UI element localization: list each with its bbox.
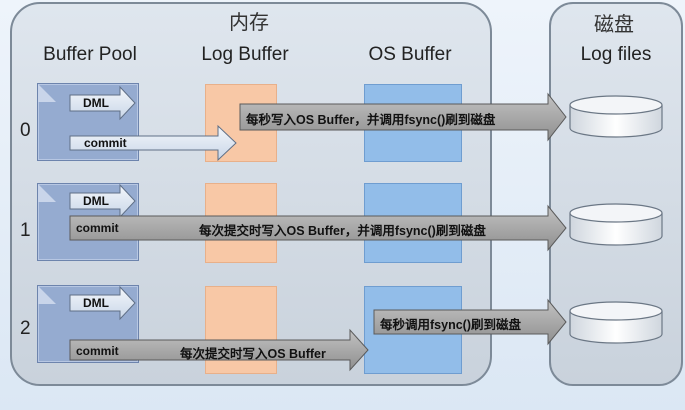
flow-label-0: 每秒写入OS Buffer，并调用fsync()刷到磁盘 [246,113,496,127]
flush-arrow-0 [239,92,567,142]
log-buffer-header: Log Buffer [201,44,289,65]
flow-label-1: 每次提交时写入OS Buffer，并调用fsync()刷到磁盘 [199,224,486,238]
log-file-cylinder-2 [569,301,663,344]
flow-label-2: 每秒调用fsync()刷到磁盘 [380,318,521,332]
dml-label-2: DML [83,296,109,310]
commit-flush-arrow-1 [69,204,567,252]
dml-arrow-1 [69,183,136,219]
dml-label-0: DML [83,96,109,110]
disk-title: 磁盘 [594,12,634,36]
log-file-cylinder-0 [569,95,663,138]
buffer-pool-header: Buffer Pool [43,44,137,65]
log-files-header: Log files [580,44,652,65]
commit-label-2: commit [76,344,119,358]
os-buffer-header: OS Buffer [368,44,452,65]
commit-text-label-2: 每次提交时写入OS Buffer [180,347,326,361]
dml-arrow-0 [69,85,136,121]
log-file-cylinder-1 [569,203,663,246]
row-number-1: 1 [20,220,31,241]
dml-label-1: DML [83,194,109,208]
row-number-0: 0 [20,120,31,141]
commit-label-0: commit [84,136,127,150]
commit-arrow-2 [69,328,369,372]
commit-arrow-0 [69,124,237,162]
memory-title: 内存 [229,10,269,34]
flush-arrow-2 [373,298,567,346]
commit-label-1: commit [76,221,119,235]
row-number-2: 2 [20,318,31,339]
dml-arrow-2 [69,285,136,321]
